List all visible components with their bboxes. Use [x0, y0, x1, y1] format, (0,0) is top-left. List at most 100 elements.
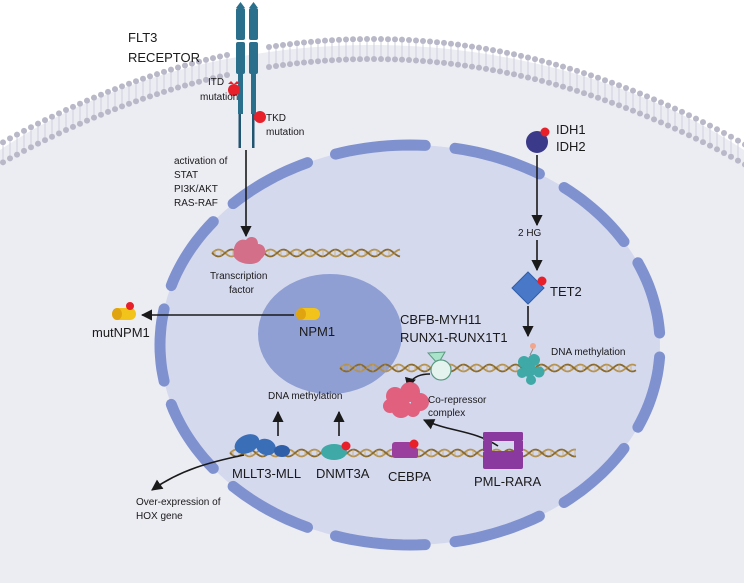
two-hg-label: 2 HG	[518, 228, 542, 239]
membrane-head	[203, 56, 209, 63]
membrane-head	[294, 60, 300, 67]
membrane-head	[567, 85, 573, 92]
membrane-head	[539, 57, 545, 64]
membrane-head	[343, 36, 349, 43]
membrane-head	[217, 53, 223, 60]
membrane-head	[357, 56, 363, 63]
hox-label-line2: HOX gene	[136, 511, 183, 522]
membrane-head	[616, 82, 622, 89]
membrane-head	[413, 57, 419, 64]
membrane-head	[630, 87, 636, 94]
cebpa-icon	[392, 439, 419, 458]
membrane-head	[364, 36, 370, 43]
nuclear-envelope-segment	[449, 142, 545, 180]
membrane-head	[98, 91, 104, 98]
dna-methylation-right-label: DNA methylation	[551, 347, 625, 358]
pml-rara-label: PML-RARA	[474, 474, 542, 489]
npm1-capsule-icon	[296, 308, 320, 320]
membrane-head	[420, 57, 426, 64]
membrane-head	[693, 115, 699, 122]
membrane-head	[301, 59, 307, 66]
membrane-head	[686, 112, 692, 119]
membrane-head	[371, 56, 377, 63]
membrane-head	[483, 65, 489, 72]
tkd-mutation-marker	[254, 111, 266, 123]
membrane-head	[147, 73, 153, 80]
membrane-head	[280, 42, 286, 49]
membrane-head	[119, 103, 125, 110]
membrane-head	[336, 36, 342, 43]
membrane-head	[392, 56, 398, 63]
membrane-head	[280, 62, 286, 69]
idh-enzyme-icon	[526, 127, 550, 153]
pml-rara-icon	[483, 432, 523, 469]
cell-membrane	[0, 36, 744, 168]
membrane-head	[553, 81, 559, 88]
membrane-head	[623, 84, 629, 91]
membrane-head	[525, 54, 531, 61]
membrane-head	[616, 102, 622, 109]
nuclear-envelope-segment	[632, 351, 666, 433]
membrane-head	[392, 36, 398, 43]
membrane-head	[350, 56, 356, 63]
membrane-head	[532, 56, 538, 63]
nuclear-envelope-segment	[449, 510, 545, 548]
membrane-head	[287, 41, 293, 48]
membrane-head	[378, 36, 384, 43]
membrane-head	[630, 107, 636, 114]
membrane-head	[28, 124, 34, 131]
membrane-head	[399, 56, 405, 63]
membrane-head	[441, 39, 447, 46]
membrane-head	[602, 97, 608, 104]
membrane-head	[273, 62, 279, 69]
membrane-head	[672, 125, 678, 132]
membrane-head	[560, 83, 566, 90]
membrane-head	[378, 56, 384, 63]
membrane-head	[336, 56, 342, 63]
nuclear-envelope	[154, 139, 666, 551]
membrane-head	[112, 106, 118, 113]
corepressor-cloud-icon	[383, 382, 429, 418]
nuclear-envelope-segment	[330, 139, 431, 160]
membrane-head	[294, 40, 300, 47]
membrane-head	[308, 58, 314, 65]
membrane-head	[28, 144, 34, 151]
membrane-head	[644, 93, 650, 100]
membrane-head	[357, 36, 363, 43]
membrane-head	[112, 86, 118, 93]
membrane-head	[210, 55, 216, 62]
membrane-head	[679, 128, 685, 135]
membrane-head	[679, 108, 685, 115]
membrane-head	[721, 150, 727, 157]
mllt3-mll-icon	[234, 434, 290, 457]
membrane-head	[455, 41, 461, 48]
membrane-head	[189, 80, 195, 87]
membrane-head	[497, 68, 503, 75]
arrow-hox-overexpression	[151, 454, 245, 491]
membrane-head	[651, 116, 657, 123]
membrane-head	[700, 139, 706, 146]
membrane-head	[644, 113, 650, 120]
membrane-head	[315, 58, 321, 65]
idh2-label: IDH2	[556, 139, 586, 154]
membrane-head	[224, 51, 230, 58]
tkd-label-line2: mutation	[266, 127, 304, 138]
membrane-head	[329, 57, 335, 64]
membrane-head	[14, 151, 20, 158]
membrane-head	[455, 61, 461, 68]
nuclear-envelope-segment	[165, 398, 219, 474]
membrane-head	[196, 78, 202, 85]
membrane-head	[182, 82, 188, 89]
mutnpm1-label: mutNPM1	[92, 325, 150, 340]
membrane-head	[714, 146, 720, 153]
membrane-head	[427, 38, 433, 45]
membrane-head	[133, 98, 139, 105]
membrane-head	[91, 94, 97, 101]
membrane-head	[21, 127, 27, 134]
membrane-head	[126, 80, 132, 87]
membrane-head	[350, 36, 356, 43]
corepressor-label-line2: complex	[428, 408, 465, 419]
tet2-label: TET2	[550, 284, 582, 299]
